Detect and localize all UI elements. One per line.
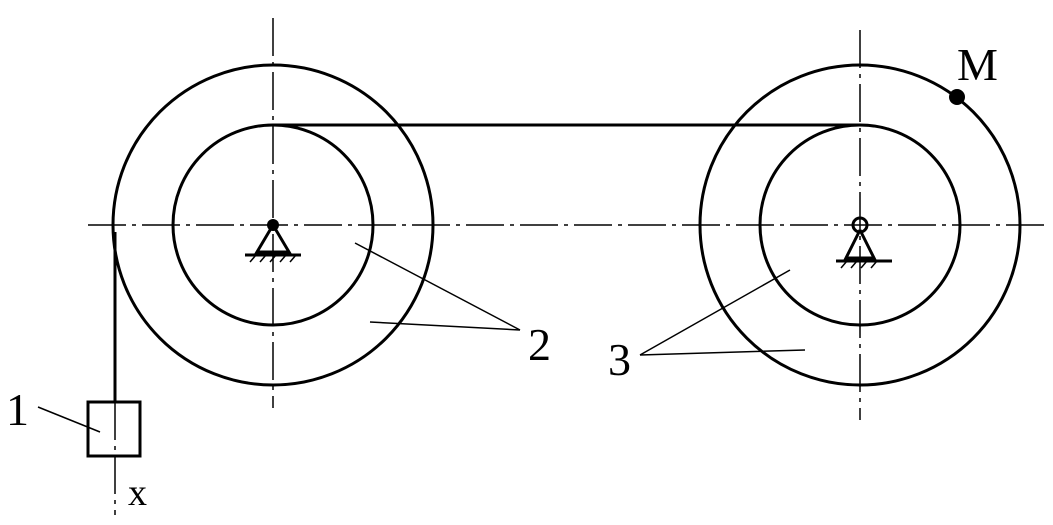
leader-3-lower bbox=[639, 349, 806, 356]
leader-1 bbox=[37, 406, 101, 433]
leader-2-lower bbox=[369, 321, 521, 331]
leader-2-upper bbox=[354, 242, 521, 331]
load-block bbox=[86, 400, 142, 458]
leader-3-upper bbox=[639, 269, 791, 356]
leader-lines bbox=[37, 242, 806, 433]
right-pulley-outer bbox=[698, 63, 1022, 387]
label-pulley-left: 2 bbox=[528, 319, 551, 370]
center-lines bbox=[88, 18, 1045, 420]
point-m-marker bbox=[949, 89, 965, 105]
label-pulley-right: 3 bbox=[608, 334, 631, 385]
left-pulley-outer bbox=[111, 63, 435, 387]
left-pivot-support-icon bbox=[245, 219, 301, 263]
label-load: 1 bbox=[6, 384, 29, 435]
right-pulley bbox=[698, 63, 1022, 387]
label-axis-x: x bbox=[128, 472, 147, 514]
label-point-m: M bbox=[957, 39, 998, 90]
right-pivot-support-icon bbox=[836, 216, 892, 269]
